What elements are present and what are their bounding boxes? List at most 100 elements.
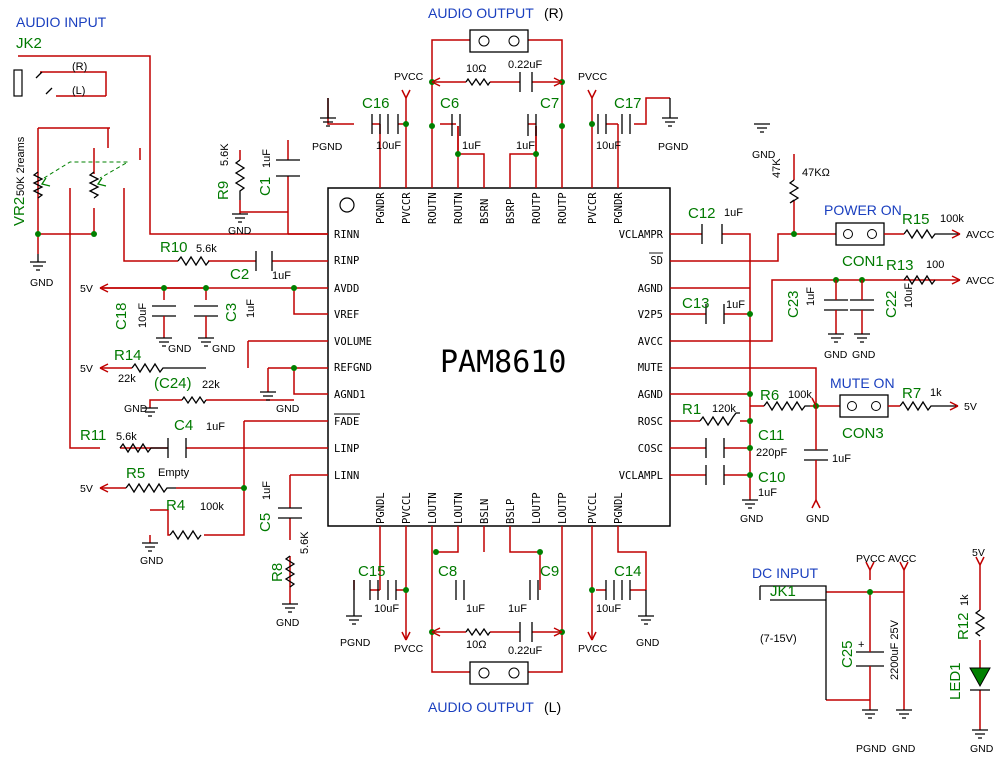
svg-text:1uF: 1uF (466, 603, 485, 615)
svg-text:LED1: LED1 (947, 662, 964, 700)
svg-text:GND: GND (806, 513, 830, 525)
svg-text:10uF: 10uF (596, 603, 621, 615)
svg-text:SD: SD (650, 255, 663, 267)
svg-text:2200uF 25V: 2200uF 25V (889, 619, 901, 680)
svg-text:R13: R13 (886, 257, 914, 274)
svg-text:AVDD: AVDD (334, 283, 359, 295)
svg-text:GND: GND (970, 743, 994, 755)
svg-text:10uF: 10uF (376, 140, 401, 152)
svg-text:VCLAMPL: VCLAMPL (619, 470, 663, 482)
svg-text:C16: C16 (362, 95, 390, 112)
svg-text:GND: GND (892, 743, 916, 755)
svg-text:AGND1: AGND1 (334, 389, 366, 401)
svg-text:LINN: LINN (334, 470, 359, 482)
svg-text:PGND: PGND (658, 141, 689, 153)
svg-text:C14: C14 (614, 563, 642, 580)
svg-text:RINN: RINN (334, 229, 359, 241)
svg-text:ROUTP: ROUTP (557, 192, 569, 224)
svg-text:PVCC: PVCC (578, 643, 608, 655)
svg-text:47KΩ: 47KΩ (802, 167, 830, 179)
svg-text:BSLN: BSLN (479, 499, 491, 524)
svg-text:AVCC: AVCC (888, 553, 917, 565)
svg-text:100: 100 (926, 259, 944, 271)
svg-text:AGND: AGND (638, 283, 663, 295)
connector-top[interactable] (469, 29, 529, 53)
svg-text:5V: 5V (80, 283, 93, 295)
svg-text:PVCC: PVCC (394, 71, 424, 83)
svg-text:C15: C15 (358, 563, 386, 580)
svg-text:1uF: 1uF (724, 207, 743, 219)
audio-output-r-channel: (R) (544, 5, 563, 21)
svg-text:1uF: 1uF (805, 287, 817, 306)
svg-text:10uF: 10uF (596, 140, 621, 152)
svg-text:C10: C10 (758, 469, 786, 486)
power-labels: GND GND GND GND GND GND GND GND 5V 5V 5V… (30, 71, 995, 755)
svg-text:R14: R14 (114, 347, 142, 364)
svg-text:GND: GND (740, 513, 764, 525)
svg-text:GND: GND (124, 403, 148, 415)
svg-text:R5: R5 (126, 465, 145, 482)
svg-text:JK2: JK2 (16, 35, 42, 52)
dc-input-heading: DC INPUT (752, 565, 819, 581)
svg-text:BSRN: BSRN (479, 199, 491, 224)
svg-text:C11: C11 (758, 427, 784, 444)
led1 (969, 667, 991, 691)
chip-name: PAM8610 (440, 345, 566, 380)
svg-text:10Ω: 10Ω (466, 63, 486, 75)
svg-text:ROUTN: ROUTN (453, 192, 465, 224)
jack-jk1 (759, 585, 827, 700)
svg-text:GND: GND (30, 277, 54, 289)
svg-text:C12: C12 (688, 205, 716, 222)
svg-text:C2: C2 (230, 266, 249, 283)
svg-text:R6: R6 (760, 387, 779, 404)
connector-bottom[interactable] (469, 661, 529, 685)
svg-text:GND: GND (276, 617, 300, 629)
svg-text:PVCCL: PVCCL (587, 492, 599, 524)
audio-output-l-channel: (L) (544, 699, 561, 715)
svg-text:1k: 1k (930, 387, 942, 399)
svg-text:R15: R15 (902, 211, 930, 228)
svg-text:(L): (L) (72, 85, 85, 97)
svg-text:220pF: 220pF (756, 447, 787, 459)
svg-text:1uF: 1uF (261, 481, 273, 500)
svg-text:ROUTN: ROUTN (427, 192, 439, 224)
svg-text:47K: 47K (771, 158, 783, 178)
svg-text:100k: 100k (940, 213, 964, 225)
svg-text:1uF: 1uF (832, 453, 851, 465)
svg-text:1uF: 1uF (245, 299, 257, 318)
svg-text:C13: C13 (682, 295, 710, 312)
svg-text:50K 2reams: 50K 2reams (15, 136, 27, 196)
svg-text:C9: C9 (540, 563, 559, 580)
connector-con1[interactable] (835, 222, 885, 246)
svg-text:R1: R1 (682, 401, 701, 418)
svg-text:Empty: Empty (158, 467, 190, 479)
svg-text:(7-15V): (7-15V) (760, 633, 797, 645)
svg-text:C23: C23 (785, 290, 802, 318)
svg-text:1uF: 1uF (462, 140, 481, 152)
svg-text:R7: R7 (902, 385, 921, 402)
svg-text:MUTE: MUTE (638, 362, 663, 374)
rail-arrows (99, 77, 985, 641)
svg-text:0.22uF: 0.22uF (508, 59, 543, 71)
svg-text:C5: C5 (257, 513, 274, 532)
svg-text:C18: C18 (113, 302, 130, 330)
svg-text:PVCCR: PVCCR (587, 192, 599, 224)
connector-con3[interactable] (839, 394, 889, 418)
svg-text:5V: 5V (80, 363, 93, 375)
jack-jk2 (13, 69, 53, 97)
svg-text:BSLP: BSLP (505, 499, 517, 524)
svg-text:PVCCL: PVCCL (401, 492, 413, 524)
svg-text:10Ω: 10Ω (466, 639, 486, 651)
svg-text:ROUTP: ROUTP (531, 192, 543, 224)
resistors (119, 77, 986, 637)
svg-text:JK1: JK1 (770, 583, 796, 600)
svg-text:AVCC: AVCC (638, 336, 663, 348)
svg-text:AVCC: AVCC (966, 229, 995, 241)
svg-text:PVCCR: PVCCR (401, 192, 413, 224)
svg-text:V2P5: V2P5 (638, 309, 663, 321)
svg-text:C8: C8 (438, 563, 457, 580)
svg-text:1uF: 1uF (261, 149, 273, 168)
svg-text:PVCC: PVCC (578, 71, 608, 83)
svg-text:120k: 120k (712, 403, 736, 415)
svg-text:PGNDL: PGNDL (375, 492, 387, 524)
